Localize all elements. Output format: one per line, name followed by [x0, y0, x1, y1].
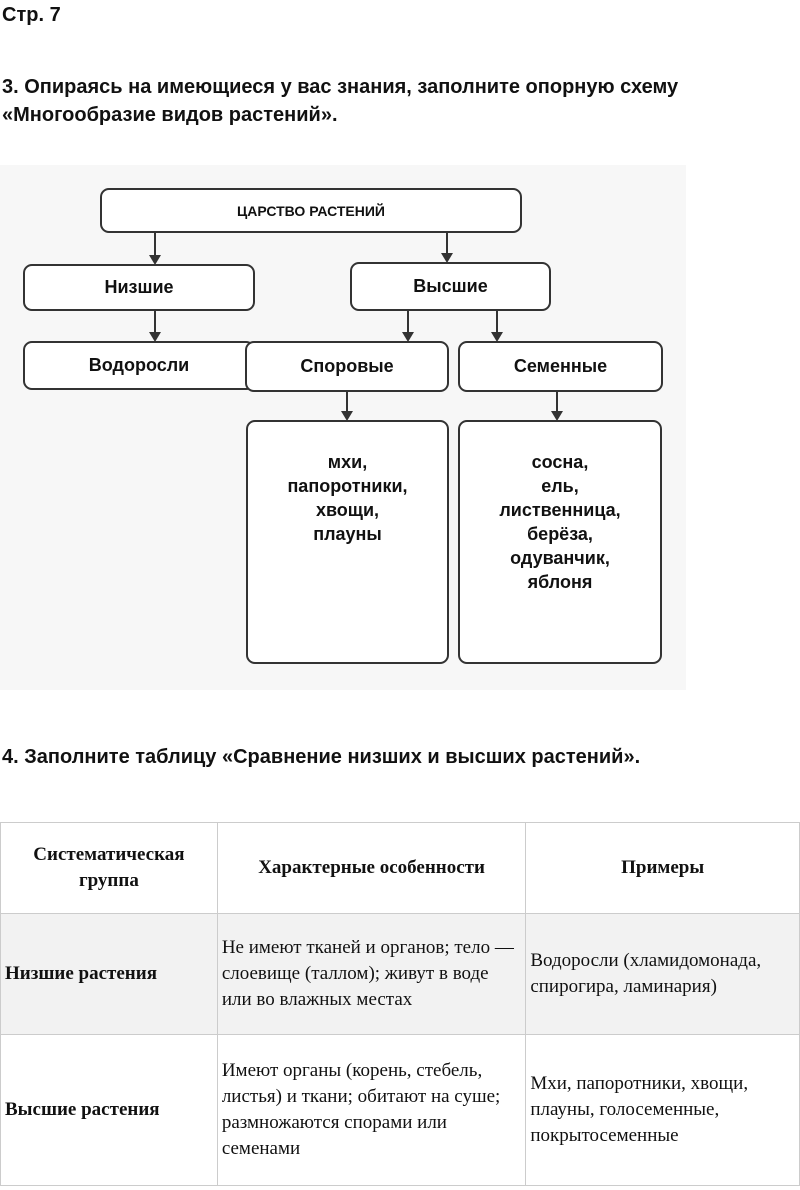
header-cell: Характерные особенности	[216, 822, 527, 914]
root-box: ЦАРСТВО РАСТЕНИЙ	[100, 188, 522, 233]
example-item: одуванчик,	[510, 548, 610, 568]
spore-plants-box: Споровые	[245, 341, 449, 392]
arrow-icon	[149, 311, 161, 342]
example-item: плауны	[313, 524, 382, 544]
features-cell: Имеют органы (корень, стебель, листья) и…	[216, 1034, 527, 1186]
table-row: Высшие растения Имеют органы (корень, ст…	[0, 1034, 800, 1186]
examples-cell: Мхи, папоротники, хвощи, плауны, голосем…	[525, 1034, 800, 1186]
higher-plants-box: Высшие	[350, 262, 551, 311]
algae-box: Водоросли	[23, 341, 255, 390]
comparison-table: Систематическая группа Характерные особе…	[0, 822, 800, 1186]
example-item: мхи,	[327, 452, 368, 472]
arrow-icon	[149, 233, 161, 265]
arrow-icon	[402, 311, 414, 342]
spore-examples-box: мхи, папоротники, хвощи, плауны	[246, 420, 449, 664]
arrow-icon	[341, 392, 353, 421]
header-cell: Примеры	[525, 822, 800, 914]
task3-title-line2: «Многообразие видов растений».	[2, 104, 338, 126]
arrow-icon	[441, 233, 453, 263]
seed-plants-box: Семенные	[458, 341, 663, 392]
header-cell: Систематическая группа	[0, 822, 218, 914]
lower-plants-box: Низшие	[23, 264, 255, 311]
seed-examples-box: сосна, ель, лиственница, берёза, одуванч…	[458, 420, 662, 664]
example-item: ель,	[541, 476, 579, 496]
example-item: хвощи,	[315, 500, 380, 520]
arrow-icon	[551, 392, 563, 421]
arrow-icon	[491, 311, 503, 342]
task4-title: 4. Заполните таблицу «Сравнение низших и…	[2, 746, 641, 768]
task3-title-line1: 3. Опираясь на имеющиеся у вас знания, з…	[2, 76, 679, 98]
example-item: яблоня	[527, 572, 593, 592]
table-header-row: Систематическая группа Характерные особе…	[0, 822, 800, 914]
example-item: папоротники,	[287, 476, 408, 496]
table-row: Низшие растения Не имеют тканей и органо…	[0, 913, 800, 1035]
example-item: сосна,	[531, 452, 589, 472]
group-cell: Высшие растения	[0, 1034, 218, 1186]
example-item: лиственница,	[499, 500, 621, 520]
group-cell: Низшие растения	[0, 913, 218, 1035]
features-cell: Не имеют тканей и органов; тело — слоеви…	[216, 913, 527, 1035]
page-label: Стр. 7	[2, 4, 61, 26]
example-item: берёза,	[527, 524, 593, 544]
examples-cell: Водоросли (хламидомонада, спирогира, лам…	[525, 913, 800, 1035]
